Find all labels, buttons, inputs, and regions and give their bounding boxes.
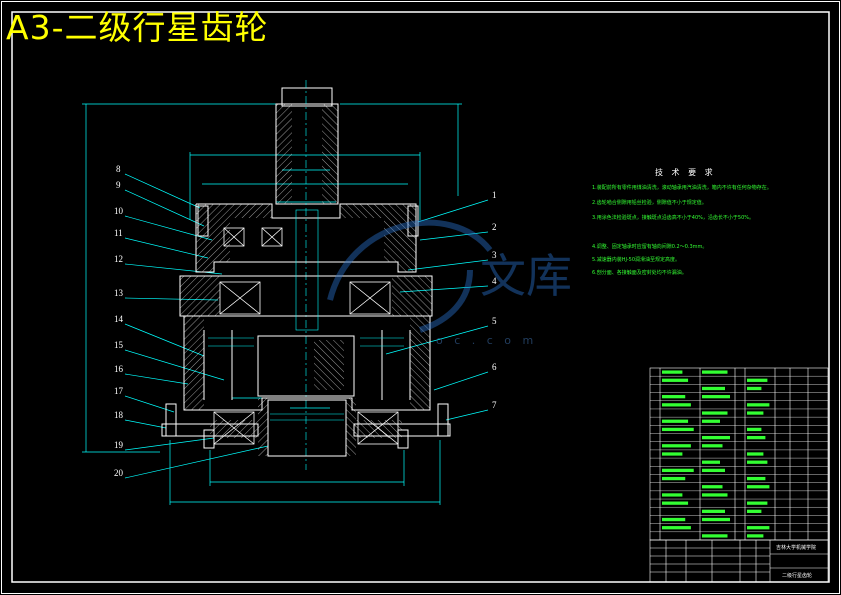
parts-list-cell-text: [702, 493, 728, 497]
parts-list-cell-text: [702, 370, 728, 374]
parts-list-cell-text: [747, 534, 764, 538]
bearings: [213, 227, 399, 445]
parts-list-cell-text: [662, 493, 683, 497]
parts-list-cell-text: [662, 468, 694, 473]
balloon-7: 7: [492, 400, 497, 410]
parts-list-cell-text: [747, 378, 768, 382]
watermark-text: 文库: [480, 249, 572, 303]
parts-list-cell-text: [662, 452, 683, 456]
parts-list-cell-text: [662, 501, 689, 505]
parts-list-cell-text: [702, 517, 730, 522]
balloon-17: 17: [114, 386, 124, 396]
balloon-18: 18: [114, 410, 124, 420]
tech-note: 2.齿轮啮合侧隙用铅丝检验，侧隙值不小于规定值。: [592, 200, 707, 206]
parts-list-cells: [662, 370, 770, 538]
balloon-10: 10: [114, 206, 124, 216]
parts-list-cell-text: [662, 526, 691, 530]
title-block-drawing-name: 二级行星齿轮: [782, 573, 813, 579]
parts-list-cell-text: [662, 370, 683, 374]
balloon-19: 19: [114, 440, 124, 450]
parts-list-cell-text: [747, 460, 768, 464]
parts-list-cell-text: [747, 411, 764, 415]
balloon-14: 14: [114, 314, 124, 324]
section-hatching: [180, 104, 432, 456]
title-block-school: 吉林大学机械学院: [776, 545, 817, 551]
parts-list-cell-text: [702, 460, 720, 464]
balloon-11: 11: [114, 228, 123, 238]
title-block: [649, 539, 829, 583]
parts-list-cell-text: [702, 485, 723, 489]
balloon-3: 3: [492, 250, 497, 260]
gear-details: [208, 209, 404, 421]
parts-list-cell-text: [662, 419, 689, 423]
balloon-4: 4: [492, 276, 497, 286]
parts-list-cell-text: [747, 476, 766, 481]
parts-list: [649, 367, 829, 541]
parts-list-cell-text: [747, 501, 768, 505]
parts-list-cell-text: [662, 378, 689, 382]
balloon-8: 8: [116, 164, 121, 174]
part-balloons: 1 2 3 4 5 6 7 8 9 10 11 12 13 14 15 16 1…: [114, 164, 497, 478]
parts-list-cell-text: [747, 403, 770, 407]
parts-list-cell-text: [747, 509, 762, 513]
parts-list-cell-text: [702, 419, 720, 423]
balloon-9: 9: [116, 180, 121, 190]
balloon-12: 12: [114, 254, 123, 264]
parts-list-cell-text: [702, 534, 728, 538]
tech-note: 4.调整、固定轴承时应留有轴向间隙0.2～0.3mm。: [592, 244, 708, 250]
balloon-13: 13: [114, 288, 124, 298]
parts-list-cell-text: [702, 509, 725, 513]
gearbox-outline: [161, 80, 451, 470]
parts-list-cell-text: [662, 427, 694, 432]
balloon-2: 2: [492, 222, 497, 232]
parts-list-cell-text: [662, 403, 691, 407]
drawing-title: A3-二级行星齿轮: [6, 8, 269, 47]
tech-note: 6.剖分面、各接触面及密封处均不许漏油。: [592, 270, 687, 276]
parts-list-cell-text: [662, 395, 686, 399]
parts-list-cell-text: [662, 444, 691, 448]
parts-list-cell-text: [702, 468, 725, 473]
tech-note: 5.减速器内装HJ-50润滑油至规定高度。: [592, 257, 680, 263]
balloon-15: 15: [114, 340, 124, 350]
parts-list-cell-text: [662, 476, 686, 481]
tech-requirements-heading: 技 术 要 求: [655, 168, 716, 177]
parts-list-cell-text: [747, 427, 762, 432]
tech-note: 1.装配前所有零件用煤油清洗，滚动轴承用汽油清洗，箱内不许有任何杂物存在。: [592, 185, 772, 191]
parts-list-cell-text: [702, 386, 725, 391]
parts-list-cell-text: [702, 395, 730, 399]
inner-border: [11, 11, 830, 583]
balloon-16: 16: [114, 364, 124, 374]
balloon-1: 1: [492, 190, 497, 200]
balloon-20: 20: [114, 468, 124, 478]
tech-note: 3.用涂色法检验斑点，接触斑点沿齿高不小于40%，沿齿长不小于50%。: [592, 215, 755, 221]
watermark-subtext: o c . c o m: [436, 334, 538, 347]
parts-list-cell-text: [747, 485, 770, 489]
parts-list-cell-text: [702, 444, 723, 448]
balloon-6: 6: [492, 362, 497, 372]
parts-list-cell-text: [747, 452, 764, 456]
parts-list-cell-text: [702, 435, 730, 440]
parts-list-cell-text: [702, 411, 728, 415]
balloon-5: 5: [492, 316, 497, 326]
watermark-logo: [327, 219, 493, 333]
parts-list-cell-text: [662, 517, 686, 522]
parts-list-cell-text: [747, 386, 762, 391]
parts-list-cell-text: [747, 435, 766, 440]
parts-list-cell-text: [747, 526, 770, 530]
parts-list-rows: [650, 375, 828, 533]
